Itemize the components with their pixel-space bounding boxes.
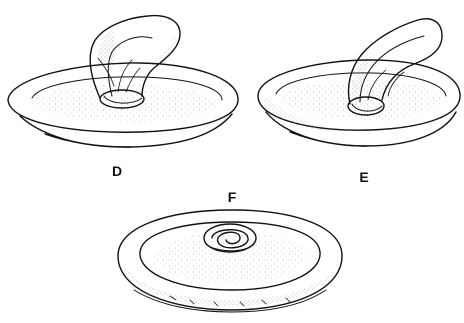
panel-label-f: F [228,189,237,205]
panel-d-drawing [8,16,238,147]
panel-e-drawing [258,19,460,146]
panel-f-drawing [118,210,342,312]
panel-label-e: E [359,169,368,185]
panel-label-d: D [112,163,122,179]
